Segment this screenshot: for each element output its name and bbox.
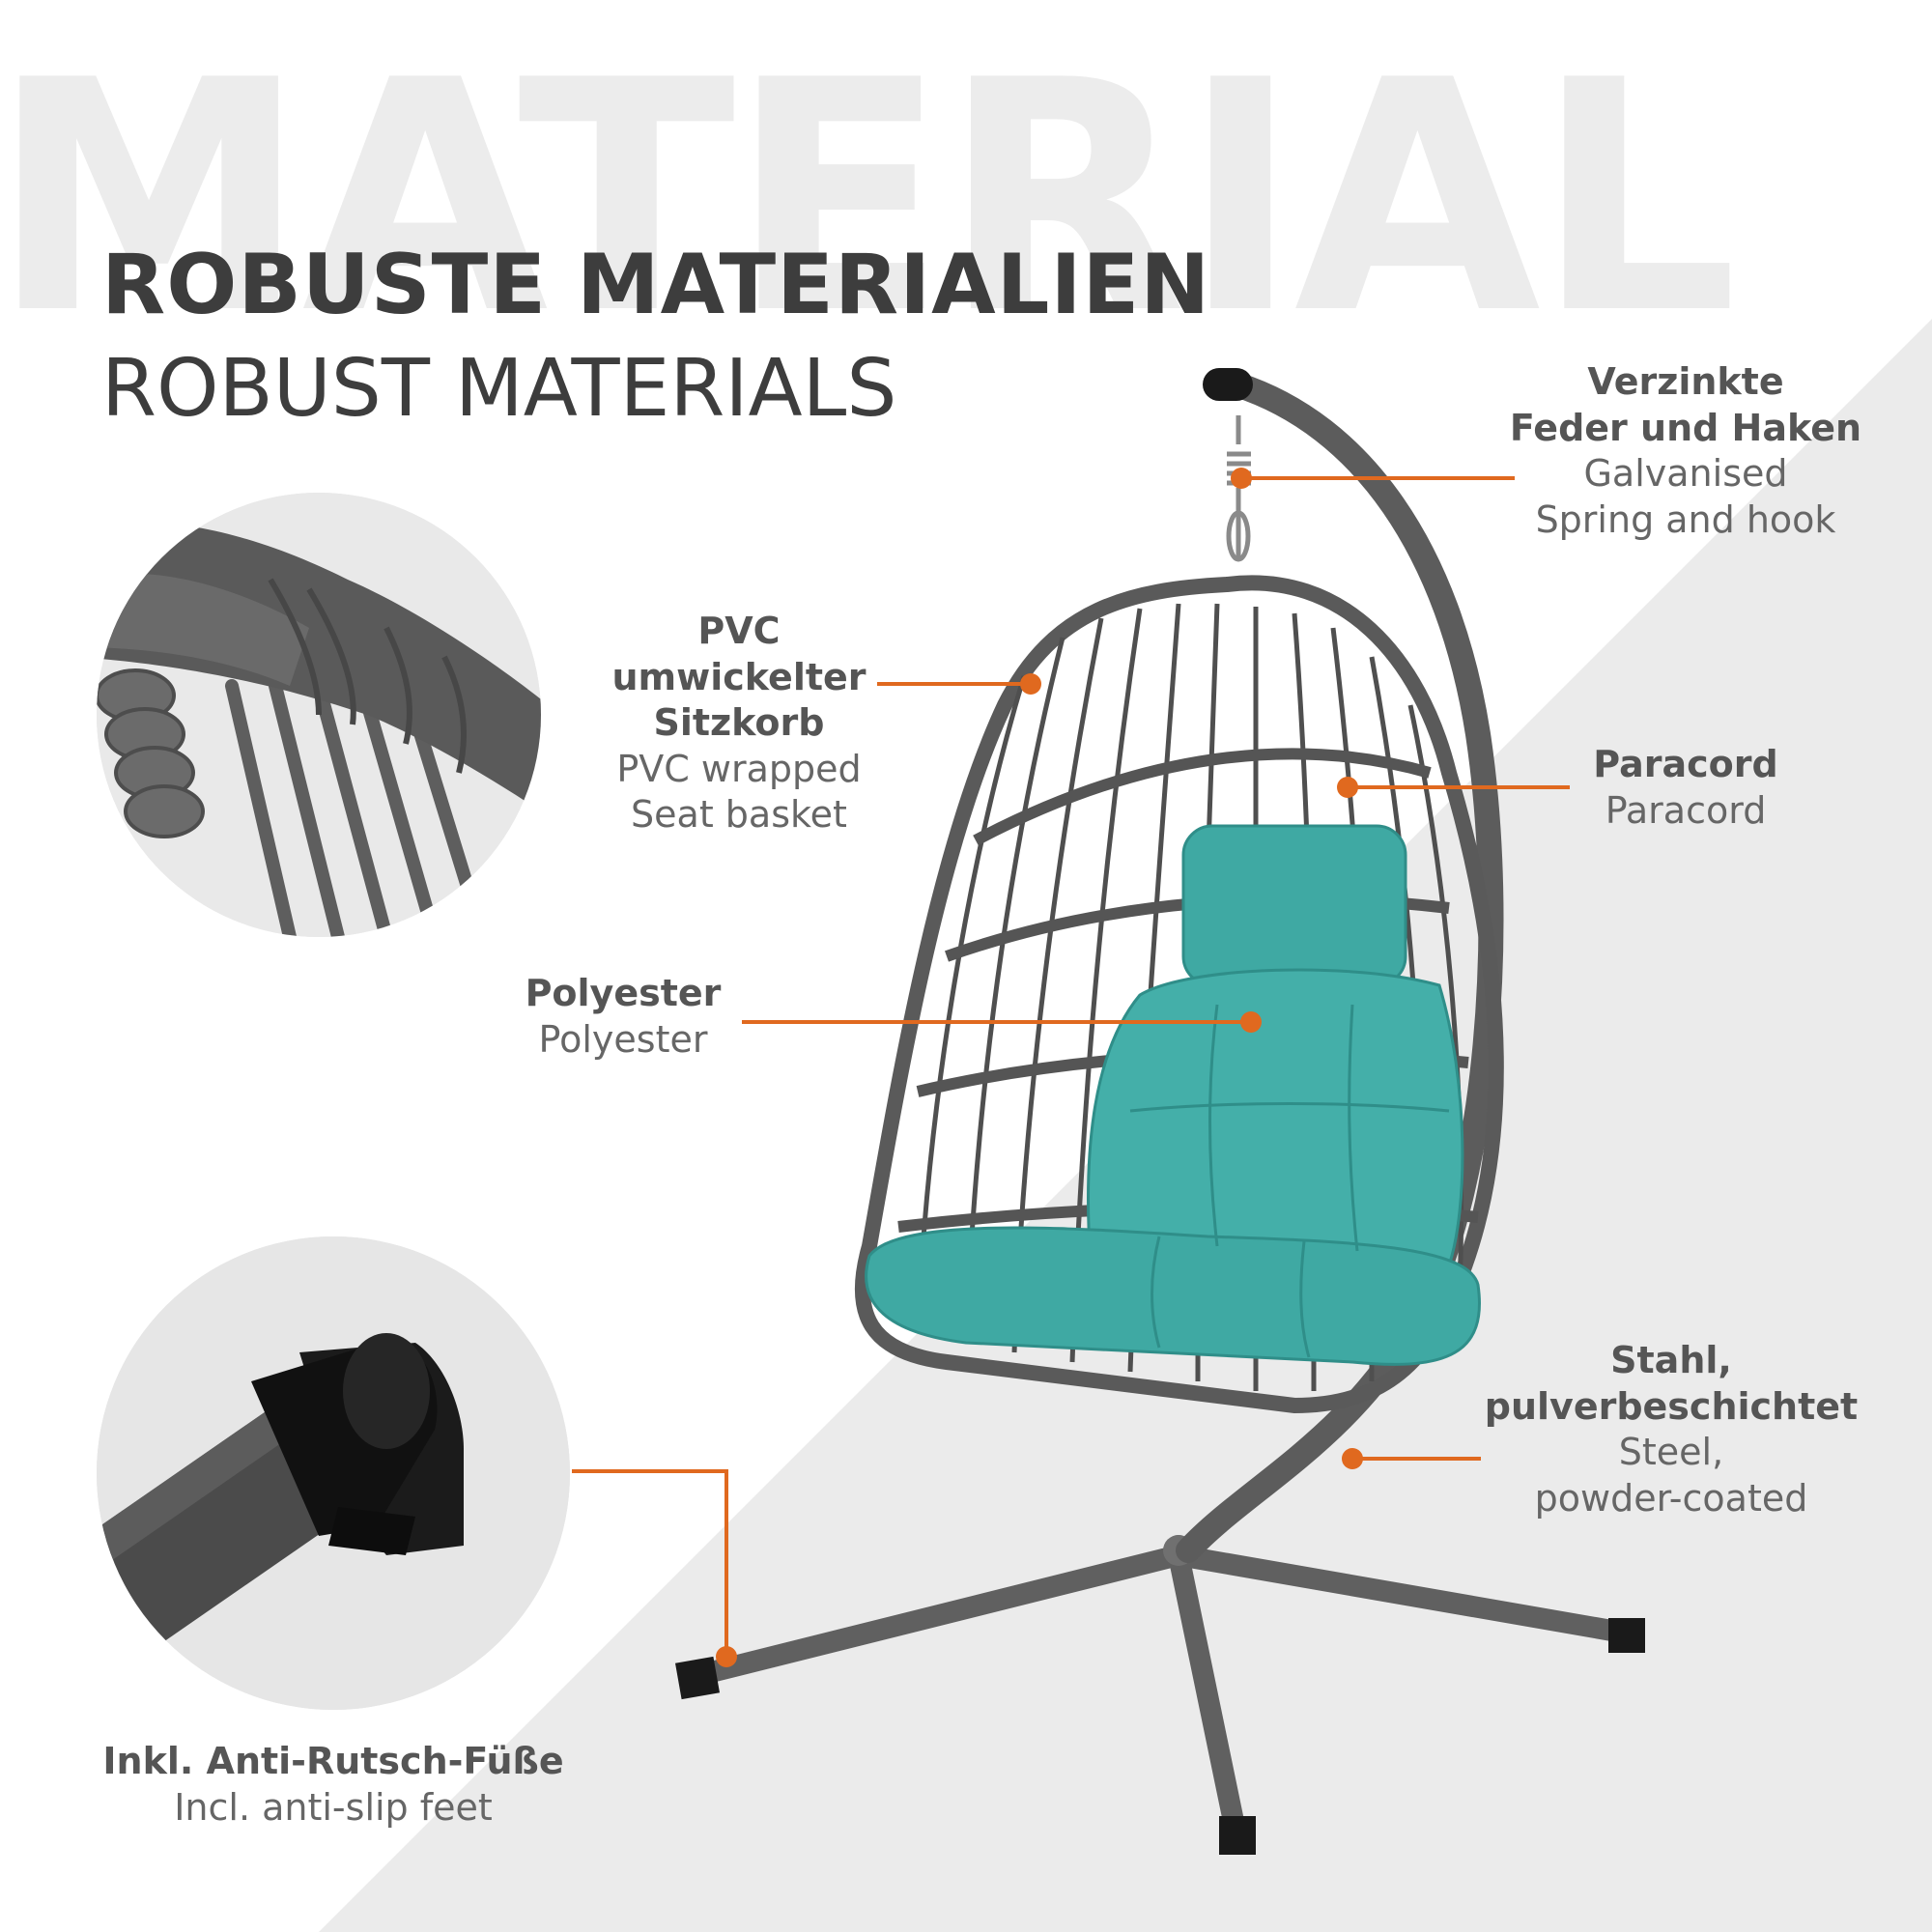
- page-title: ROBUSTE MATERIALIEN: [101, 237, 1211, 333]
- feet-marker-dot: [716, 1646, 737, 1667]
- paracord-marker-dot: [1337, 777, 1358, 798]
- callout-paracord: Paracord Paracord: [1546, 742, 1826, 834]
- spring-marker-dot: [1231, 468, 1252, 489]
- foot-detail-image: [97, 1236, 570, 1710]
- callout-spring-de-2: Feder und Haken: [1509, 406, 1862, 449]
- polyester-marker-dot: [1240, 1011, 1262, 1033]
- watermark-text: MATERIAL: [0, 13, 1738, 384]
- callout-spring-en-1: Galvanised: [1583, 452, 1788, 495]
- callout-steel-en-1: Steel,: [1618, 1431, 1724, 1473]
- basket-marker-dot: [1020, 673, 1041, 695]
- callout-basket-de-2: Sitzkorb: [653, 701, 825, 744]
- callout-feet: Inkl. Anti-Rutsch-Füße Incl. anti-slip f…: [77, 1739, 589, 1831]
- callout-steel-de-2: pulverbeschichtet: [1484, 1384, 1859, 1428]
- callout-basket-de-1: PVC umwickelter: [611, 610, 867, 698]
- page-subtitle: ROBUST MATERIALS: [101, 343, 897, 435]
- callout-feet-en: Incl. anti-slip feet: [174, 1785, 493, 1829]
- callout-steel-de-1: Stahl,: [1610, 1339, 1732, 1381]
- callout-spring-de-1: Verzinkte: [1587, 360, 1784, 403]
- callout-basket: PVC umwickelter Sitzkorb PVC wrapped Sea…: [565, 609, 913, 838]
- callout-polyester: Polyester Polyester: [502, 971, 744, 1063]
- callout-basket-en-2: Seat basket: [631, 793, 847, 836]
- callout-steel: Stahl, pulverbeschichtet Steel, powder-c…: [1478, 1338, 1864, 1521]
- callout-spring: Verzinkte Feder und Haken Galvanised Spr…: [1507, 359, 1864, 543]
- steel-marker-dot: [1342, 1448, 1363, 1469]
- callout-feet-de: Inkl. Anti-Rutsch-Füße: [102, 1740, 564, 1782]
- callout-steel-en-2: powder-coated: [1534, 1476, 1808, 1520]
- callout-paracord-en: Paracord: [1605, 788, 1767, 832]
- callout-polyester-de: Polyester: [525, 972, 722, 1014]
- callout-basket-en-1: PVC wrapped: [616, 747, 862, 790]
- paracord-detail-image: [97, 493, 541, 937]
- callout-polyester-en: Polyester: [538, 1017, 708, 1061]
- callout-paracord-de: Paracord: [1593, 743, 1778, 785]
- callout-spring-en-2: Spring and hook: [1535, 497, 1836, 541]
